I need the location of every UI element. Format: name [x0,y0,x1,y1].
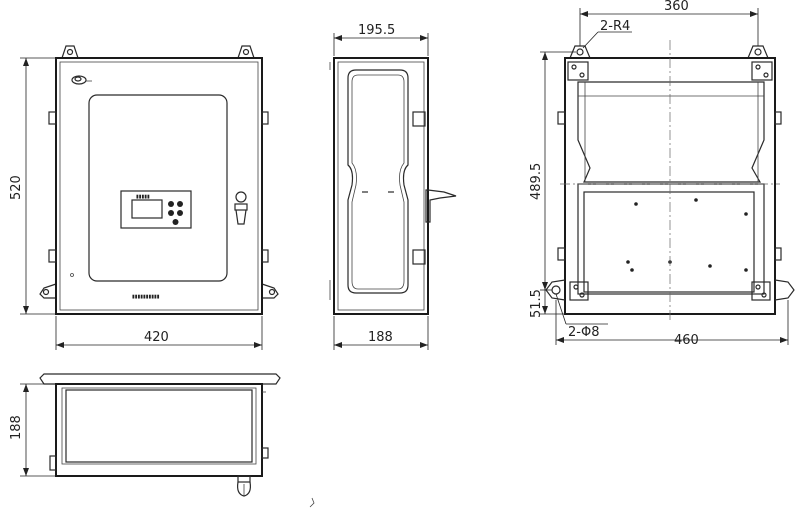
rear-upper-panel [577,81,765,183]
front-cabinet-body [55,57,263,315]
rear-total-width-label: 460 [674,333,699,348]
bottom-lock-icon [237,475,251,497]
rear-bottom-offset-dimension: 51.5 [529,289,565,318]
front-bottom-left-ear [39,283,57,299]
logo-icon [71,75,92,85]
side-depth-top-dimension: 195.5 [333,23,429,56]
rear-hole-span-label: 360 [664,0,689,14]
front-top-right-ear [237,45,255,59]
rear-lower-panel [583,191,755,293]
rear-hole-height-dimension: 489.5 [529,51,576,291]
rear-hole-span-dimension: 360 [579,0,759,46]
panel-display [131,199,163,219]
door-caption: ▮▮▮▮▮▮▮▮▮▮ [132,294,160,300]
rear-hole-dia-callout: 2-Φ8 [555,293,608,340]
stray-mark [309,497,315,508]
rear-total-width-dimension: 460 [555,300,789,348]
bottom-body [55,383,263,477]
front-top-left-ear [61,45,79,59]
bottom-view: 188 [9,373,281,497]
rear-radius-label: 2-R4 [600,19,630,34]
bottom-depth-dimension: 188 [9,383,56,477]
rear-radius-callout: 2-R4 [582,19,632,49]
side-depth-bottom-dimension: 188 [333,316,429,350]
front-bottom-right-ear [261,283,279,299]
rear-bottom-offset-label: 51.5 [529,289,544,318]
rear-hole-dia-label: 2-Φ8 [568,325,599,340]
bottom-depth-label: 188 [9,415,24,440]
side-window [347,69,409,294]
side-depth-top-label: 195.5 [358,23,395,38]
front-width-label: 420 [144,330,169,345]
side-body [333,57,429,315]
keypad-icon [168,201,183,225]
front-door-window [88,94,228,282]
rear-hole-height-label: 489.5 [529,163,544,200]
lock-handle-icon [234,191,248,225]
front-view: ▮▮▮▮▮ ▮▮▮▮▮▮▮▮▮▮ 520 [9,45,279,350]
front-height-dimension: 520 [9,57,56,315]
side-view: 195.5 188 [329,23,457,350]
panel-header-label: ▮▮▮▮▮ [136,194,150,200]
front-width-dimension: 420 [55,316,263,350]
side-handle-icon [425,189,457,223]
front-height-label: 520 [9,175,24,200]
side-depth-bottom-label: 188 [368,330,393,345]
control-panel [120,190,192,229]
rear-view: 360 2-R4 489.5 51.5 2-Φ8 [529,0,795,348]
